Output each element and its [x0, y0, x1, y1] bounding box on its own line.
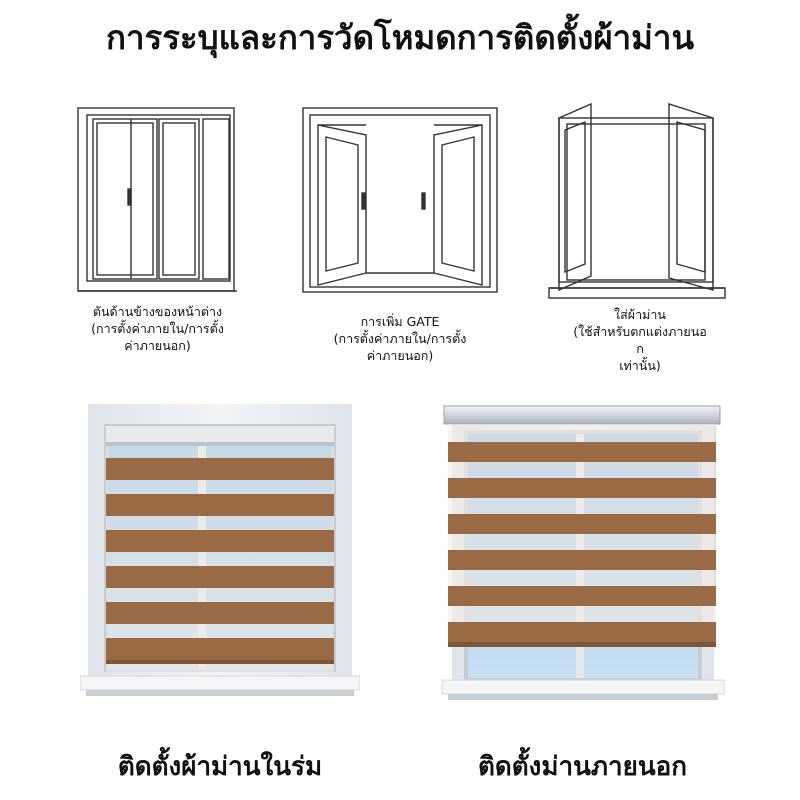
open-casement-window-icon [545, 100, 730, 305]
outside-mount-blind-image [440, 404, 725, 722]
outside-mount-caption: ติดตั้งม่านภายนอก [478, 752, 687, 782]
window-caption-3: ใส่ผ้าม่าน (ใช้สำหรับตกแต่งภายนอ ก เท่าน… [573, 307, 707, 373]
casement-door-icon [300, 105, 500, 295]
inside-mount-blind-image [80, 404, 360, 722]
page-title: การระบุและการวัดโหมดการติดตั้งผ้าม่าน [105, 18, 695, 57]
inside-mount-caption: ติดตั้งผ้าม่านในร่ม [117, 752, 323, 782]
sliding-window-icon [75, 105, 240, 295]
window-caption-1: ตันด้านข้างของหน้าต่าง (การตั้งค่าภายใน/… [91, 304, 224, 353]
window-caption-2: การเพิ่ม GATE (การตั้งค่าภายใน/การตั้ง ค… [333, 314, 467, 363]
